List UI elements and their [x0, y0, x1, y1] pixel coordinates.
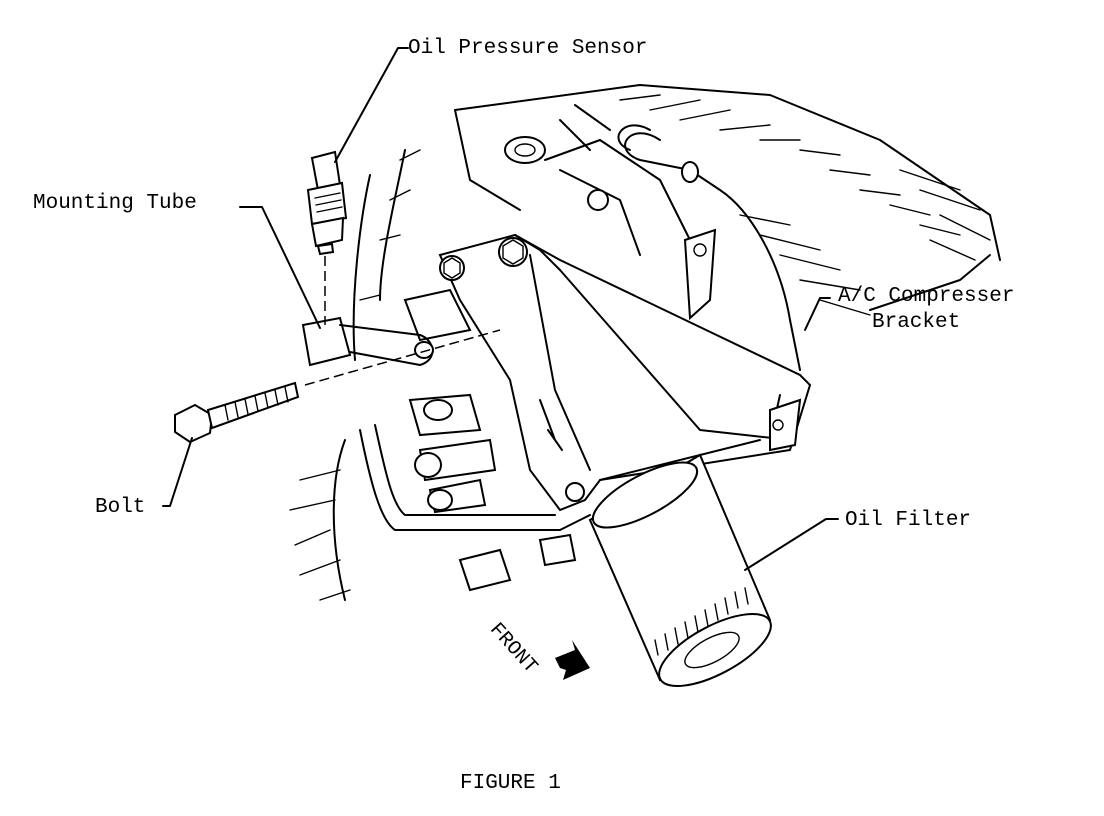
- oil-pressure-sensor-part: [306, 150, 348, 256]
- label-bolt: Bolt: [95, 496, 146, 519]
- label-ac-compressor-line1: A/C Compresser: [838, 285, 1015, 308]
- bolt-part: [174, 381, 300, 444]
- alignment-lines: [304, 256, 501, 386]
- label-mounting-tube: Mounting Tube: [33, 192, 197, 215]
- leader-oil-filter: [744, 518, 839, 571]
- manifold-tubes: [403, 288, 577, 592]
- leader-ac-bracket: [804, 297, 831, 331]
- mounting-tube-part: [301, 316, 434, 367]
- leader-bolt: [162, 437, 193, 507]
- ac-compressor-bracket: [359, 233, 812, 531]
- label-oil-pressure-sensor: Oil Pressure Sensor: [408, 37, 648, 60]
- label-ac-compressor-line2: Bracket: [872, 311, 961, 334]
- valve-cover-details: [504, 104, 801, 371]
- engine-block-outline: [289, 84, 1001, 601]
- oil-filter-part: [588, 453, 772, 688]
- front-arrow: [555, 640, 590, 680]
- leader-lines: [162, 47, 839, 571]
- label-oil-filter: Oil Filter: [845, 509, 972, 532]
- leader-oil-pressure-sensor: [334, 47, 409, 163]
- figure-caption: FIGURE 1: [460, 772, 561, 795]
- leader-mounting-tube: [239, 206, 321, 329]
